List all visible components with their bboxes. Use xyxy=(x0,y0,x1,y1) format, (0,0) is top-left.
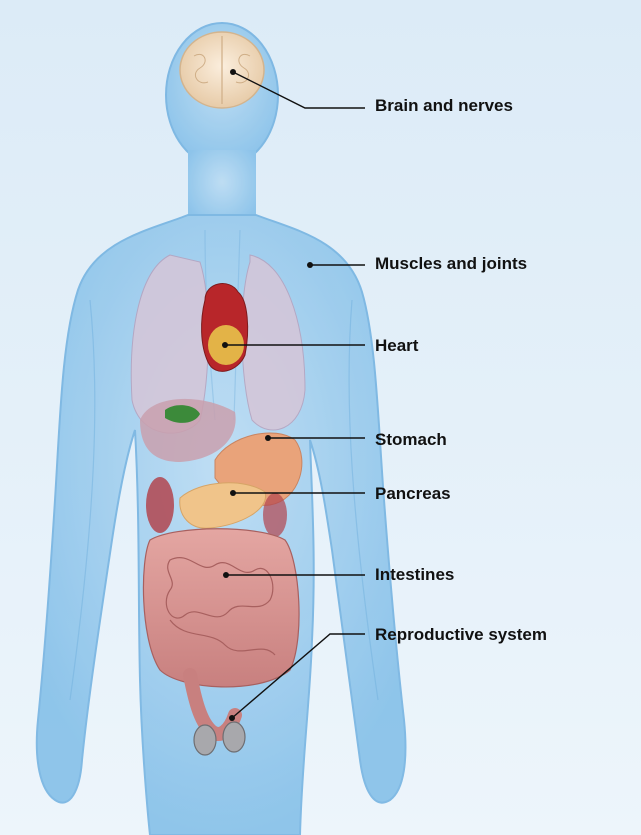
kidney-organ xyxy=(146,477,174,533)
leader-dot-intestines xyxy=(223,572,229,578)
leader-dot-pancreas xyxy=(230,490,236,496)
brain-organ xyxy=(180,32,264,108)
label-stomach: Stomach xyxy=(375,430,447,450)
label-reproductive-system: Reproductive system xyxy=(375,625,547,645)
label-muscles-and-joints: Muscles and joints xyxy=(375,254,527,274)
leader-dot-reproductive xyxy=(229,715,235,721)
leader-dot-brain xyxy=(230,69,236,75)
leader-dot-stomach xyxy=(265,435,271,441)
leader-dot-muscles xyxy=(307,262,313,268)
label-intestines: Intestines xyxy=(375,565,454,585)
label-heart: Heart xyxy=(375,336,418,356)
leader-dot-heart xyxy=(222,342,228,348)
label-pancreas: Pancreas xyxy=(375,484,451,504)
kidney-organ xyxy=(263,493,287,537)
label-brain-and-nerves: Brain and nerves xyxy=(375,96,513,116)
heart-organ xyxy=(202,284,248,372)
